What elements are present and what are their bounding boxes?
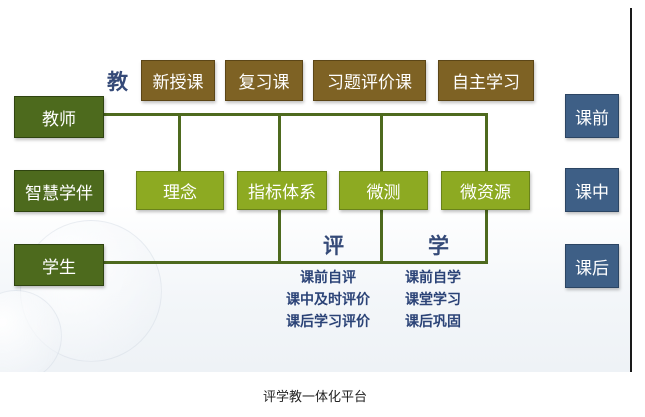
box-after-class: 课后 — [565, 244, 619, 288]
ping-list: 课前自评 课中及时评价 课后学习评价 — [286, 267, 370, 333]
label-xue: 学 — [428, 234, 449, 258]
connector-vertical — [380, 113, 383, 171]
box-concept: 理念 — [136, 171, 224, 210]
box-smart-partner: 智慧学伴 — [14, 170, 104, 212]
box-student: 学生 — [14, 244, 104, 286]
xue-list: 课前自学 课堂学习 课后巩固 — [405, 267, 461, 333]
xue-item: 课前自学 — [405, 270, 461, 286]
connector-vertical — [485, 207, 488, 263]
box-review-lesson: 复习课 — [225, 60, 303, 101]
figure-caption: 评学教一体化平台 — [262, 390, 367, 405]
box-in-class: 课中 — [565, 168, 619, 212]
box-micro-resources: 微资源 — [441, 171, 530, 210]
box-micro-test: 微测 — [339, 171, 428, 210]
box-self-study: 自主学习 — [438, 60, 534, 101]
ping-item: 课中及时评价 — [286, 292, 370, 308]
vertical-rule — [630, 8, 632, 372]
connector-vertical — [485, 113, 488, 171]
connector-vertical — [278, 207, 281, 263]
box-before-class: 课前 — [565, 94, 619, 138]
label-ping: 评 — [323, 234, 344, 258]
xue-item: 课堂学习 — [405, 292, 461, 308]
box-exercise-evaluation-lesson: 习题评价课 — [313, 60, 426, 101]
diagram-canvas: 教 新授课 复习课 习题评价课 自主学习 教师 智慧学伴 学生 理念 指标体系 … — [0, 0, 630, 372]
box-new-lesson: 新授课 — [141, 60, 215, 101]
ping-item: 课前自评 — [300, 270, 356, 286]
xue-item: 课后巩固 — [405, 314, 461, 330]
label-jiao: 教 — [107, 70, 128, 94]
connector-teacher-horizontal — [103, 113, 488, 116]
connector-vertical — [380, 207, 383, 263]
connector-vertical — [178, 113, 181, 171]
box-indicator-system: 指标体系 — [237, 171, 327, 210]
connector-vertical — [278, 113, 281, 171]
box-teacher: 教师 — [14, 96, 104, 138]
ping-item: 课后学习评价 — [286, 314, 370, 330]
connector-student-horizontal — [103, 261, 488, 264]
